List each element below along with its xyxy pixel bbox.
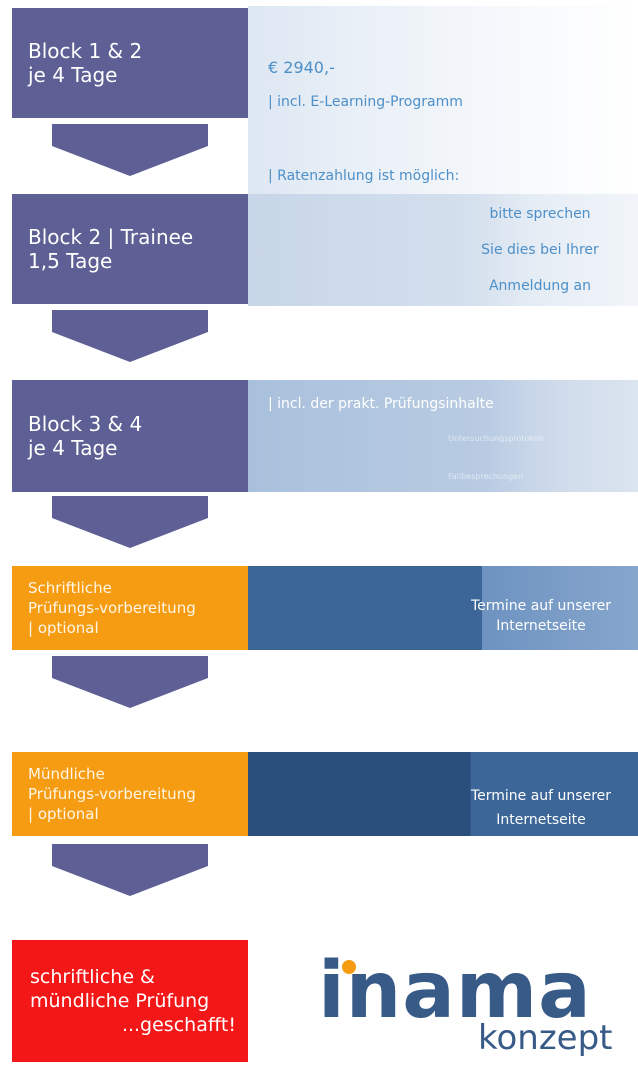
step-final-exam: schriftliche & mündliche Prüfung ...gesc… bbox=[12, 940, 248, 1062]
down-arrow-icon bbox=[52, 844, 208, 896]
practical-text: | incl. der prakt. Prüfungsinhalte bbox=[268, 396, 494, 412]
installments-note-2: Sie dies bei Ihrer bbox=[481, 242, 599, 258]
down-arrow-icon bbox=[52, 496, 208, 548]
logo: inama konzept bbox=[300, 940, 630, 1062]
oral-dates-line1: Termine auf unserer bbox=[470, 788, 612, 804]
logo-dot-icon bbox=[342, 960, 356, 974]
step-final-exam-line3: ...geschafft! bbox=[121, 1014, 236, 1036]
faint-label-1: Untersuchungsprotokoll bbox=[448, 434, 544, 443]
info-panel-written-dates bbox=[248, 566, 638, 650]
down-arrow-icon bbox=[52, 310, 208, 362]
installments-note-1: bitte sprechen bbox=[489, 206, 591, 222]
step-written-prep-optional: | optional bbox=[28, 619, 99, 637]
step-final-exam-line2: mündliche Prüfung bbox=[30, 990, 210, 1012]
installments-text: | Ratenzahlung ist möglich: bbox=[268, 168, 460, 184]
step-block-1-2-title: Block 1 & 2 bbox=[28, 39, 143, 63]
step-written-prep-title: Schriftliche bbox=[28, 579, 112, 597]
down-arrow-icon bbox=[52, 124, 208, 176]
logo-wordmark: inama bbox=[318, 946, 592, 1036]
step-block-3-4: Block 3 & 4 je 4 Tage bbox=[12, 380, 248, 492]
info-panel-practical bbox=[248, 380, 638, 492]
step-oral-prep-optional: | optional bbox=[28, 805, 99, 823]
info-panel-installments bbox=[248, 194, 638, 306]
step-oral-prep-title: Mündliche bbox=[28, 765, 105, 783]
logo-subtitle: konzept bbox=[478, 1018, 613, 1058]
step-block-3-4-duration: je 4 Tage bbox=[28, 436, 118, 460]
step-written-prep-subtitle: Prüfungs-vorbereitung bbox=[28, 599, 196, 617]
step-oral-prep: Mündliche Prüfungs-vorbereitung | option… bbox=[12, 752, 248, 836]
step-written-prep: Schriftliche Prüfungs-vorbereitung | opt… bbox=[12, 566, 248, 650]
elearning-text: | incl. E-Learning-Programm bbox=[268, 94, 463, 110]
written-dates-line1: Termine auf unserer bbox=[470, 598, 612, 614]
written-dates-line2: Internetseite bbox=[496, 618, 586, 634]
down-arrow-icon bbox=[52, 656, 208, 708]
oral-dates-line2: Internetseite bbox=[496, 812, 586, 828]
step-block-3-4-title: Block 3 & 4 bbox=[28, 412, 143, 436]
step-oral-prep-subtitle: Prüfungs-vorbereitung bbox=[28, 785, 196, 803]
step-trainee-title: Block 2 | Trainee bbox=[28, 225, 194, 249]
faint-label-2: Fallbesprechungen bbox=[448, 472, 524, 481]
step-trainee-duration: 1,5 Tage bbox=[28, 249, 113, 273]
step-block-1-2: Block 1 & 2 je 4 Tage bbox=[12, 8, 248, 118]
step-block-1-2-duration: je 4 Tage bbox=[28, 63, 118, 87]
price-text: € 2940,- bbox=[268, 58, 335, 77]
info-panel-oral-dates bbox=[248, 752, 638, 836]
step-final-exam-line1: schriftliche & bbox=[30, 966, 155, 988]
step-trainee: Block 2 | Trainee 1,5 Tage bbox=[12, 194, 248, 304]
installments-note-3: Anmeldung an bbox=[488, 278, 591, 294]
